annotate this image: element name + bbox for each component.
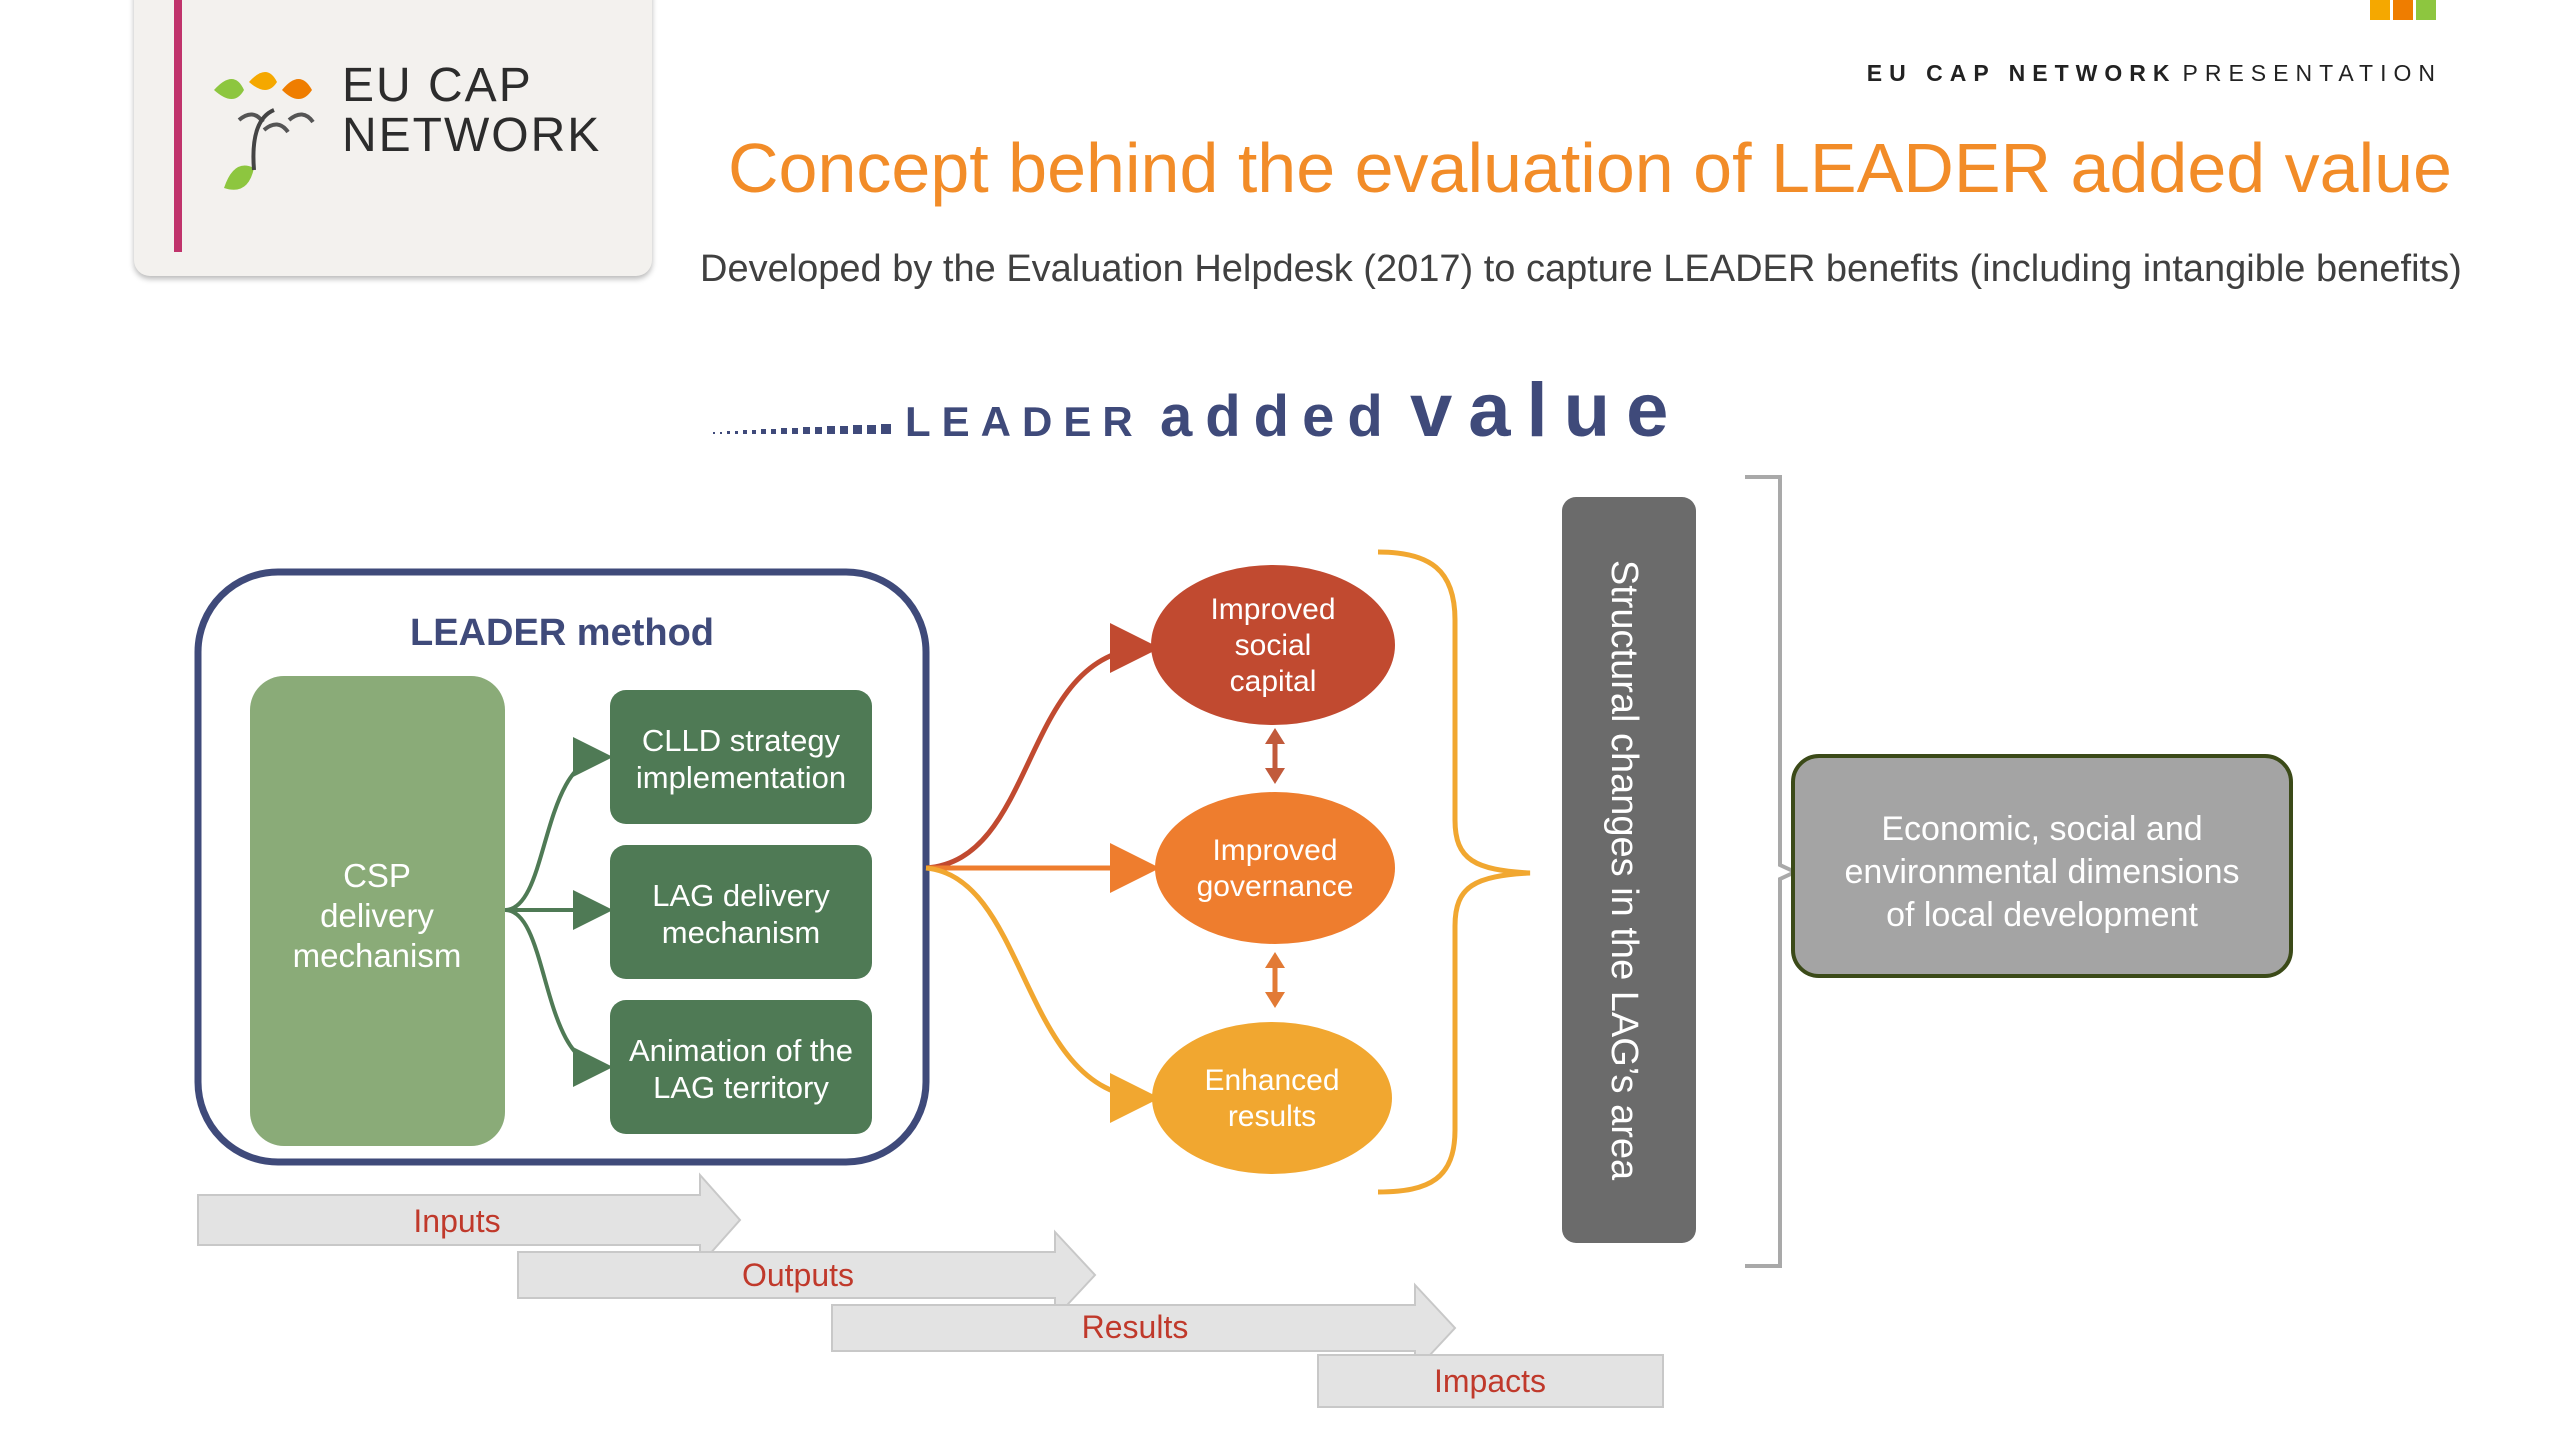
structural-bracket — [1745, 475, 1800, 1268]
component-line: CLLD strategy — [642, 723, 841, 758]
dimensions-line: environmental dimensions — [1845, 853, 2240, 891]
dimensions-line: Economic, social and — [1881, 810, 2202, 848]
csp-to-components-arrows — [504, 737, 613, 1087]
stage-outputs: Outputs — [517, 1229, 1097, 1321]
stage-inputs: Inputs — [197, 1172, 742, 1268]
component-clld: CLLD strategy implementation — [610, 690, 872, 824]
double-arrow-icon — [1265, 952, 1285, 1008]
double-arrow-icon — [1265, 728, 1285, 784]
component-line: LAG territory — [653, 1070, 829, 1105]
outcome-line: Improved — [1212, 834, 1337, 867]
arrow-to-clld — [504, 737, 613, 912]
leader-added-value-heading: LEADER added value — [713, 368, 1684, 453]
outcome-line: Enhanced — [1204, 1064, 1339, 1097]
component-lag-delivery: LAG delivery mechanism — [610, 845, 872, 979]
heading-word-value: value — [1410, 368, 1684, 453]
structural-changes-bar — [1562, 497, 1696, 1243]
component-line: LAG delivery — [652, 878, 830, 913]
outcome-ellipse — [1151, 565, 1395, 725]
csp-delivery-text: CSP delivery mechanism — [293, 857, 462, 974]
brand-color-squares — [2370, 0, 2436, 20]
outcome-line: capital — [1230, 665, 1317, 698]
csp-line-3: mechanism — [293, 937, 462, 974]
brand-square-orange — [2393, 0, 2413, 20]
outcome-link-arrows — [1265, 728, 1285, 1008]
slide-title: Concept behind the evaluation of LEADER … — [728, 129, 2452, 207]
outcomes-curly-brace — [1377, 549, 1531, 1195]
brand-light: PRESENTATION — [2182, 60, 2442, 86]
dimensions-line: of local development — [1886, 896, 2198, 934]
stage-arrow — [1317, 1354, 1664, 1408]
component-box — [610, 1000, 872, 1134]
stage-arrow — [831, 1282, 1457, 1374]
brand-bold: EU CAP NETWORK — [1866, 60, 2177, 86]
local-development-dimensions: Economic, social and environmental dimen… — [1791, 754, 2293, 978]
outcome-ellipse — [1152, 1022, 1392, 1174]
stage-label: Inputs — [413, 1203, 500, 1239]
component-animation: Animation of the LAG territory — [610, 1000, 872, 1134]
component-box — [610, 845, 872, 979]
leader-method-label: LEADER method — [410, 612, 714, 654]
dimensions-box — [1791, 754, 2293, 978]
brand-square-yellow — [2370, 0, 2390, 20]
outcome-enhanced-results: Enhanced results — [1152, 1022, 1392, 1174]
outcome-governance: Improved governance — [1155, 792, 1395, 944]
stage-arrow — [197, 1172, 742, 1268]
csp-line-2: delivery — [320, 897, 434, 934]
outcome-line: Improved — [1210, 593, 1335, 626]
logo-text-line2: NETWORK — [342, 109, 602, 162]
outcome-social-capital: Improved social capital — [1151, 565, 1395, 725]
outcome-ellipse — [1155, 792, 1395, 944]
arrow-to-social-capital — [925, 623, 1160, 871]
structural-changes-label: Structural changes in the LAG’s area — [1603, 560, 1645, 1181]
stage-label: Outputs — [742, 1257, 854, 1293]
brand-square-green — [2416, 0, 2436, 20]
outcome-line: social — [1235, 629, 1312, 662]
logo-text-line1: EU CAP — [342, 59, 533, 112]
arrow-to-results — [925, 865, 1160, 1123]
stage-results: Results — [831, 1282, 1457, 1374]
stage-impacts: Impacts — [1317, 1354, 1664, 1408]
leaf-logo-icon — [214, 72, 315, 190]
heading-dots — [713, 424, 891, 434]
component-line: implementation — [636, 760, 846, 795]
logo-accent-bar — [174, 0, 182, 252]
stage-label: Results — [1082, 1309, 1189, 1345]
slide-subtitle: Developed by the Evaluation Helpdesk (20… — [700, 248, 2462, 290]
component-line: mechanism — [662, 915, 821, 950]
csp-delivery-box — [250, 676, 505, 1146]
component-box — [610, 690, 872, 824]
logo-card: EU CAP NETWORK — [134, 0, 652, 276]
stage-arrow — [517, 1229, 1097, 1321]
arrow-to-animation — [504, 908, 613, 1087]
heading-word-leader: LEADER — [905, 398, 1144, 445]
component-line: Animation of the — [629, 1033, 853, 1068]
heading-word-added: added — [1160, 384, 1396, 449]
stage-label: Impacts — [1434, 1363, 1546, 1399]
outcome-line: governance — [1197, 870, 1354, 903]
csp-line-1: CSP — [343, 857, 411, 894]
outcome-line: results — [1228, 1100, 1316, 1133]
